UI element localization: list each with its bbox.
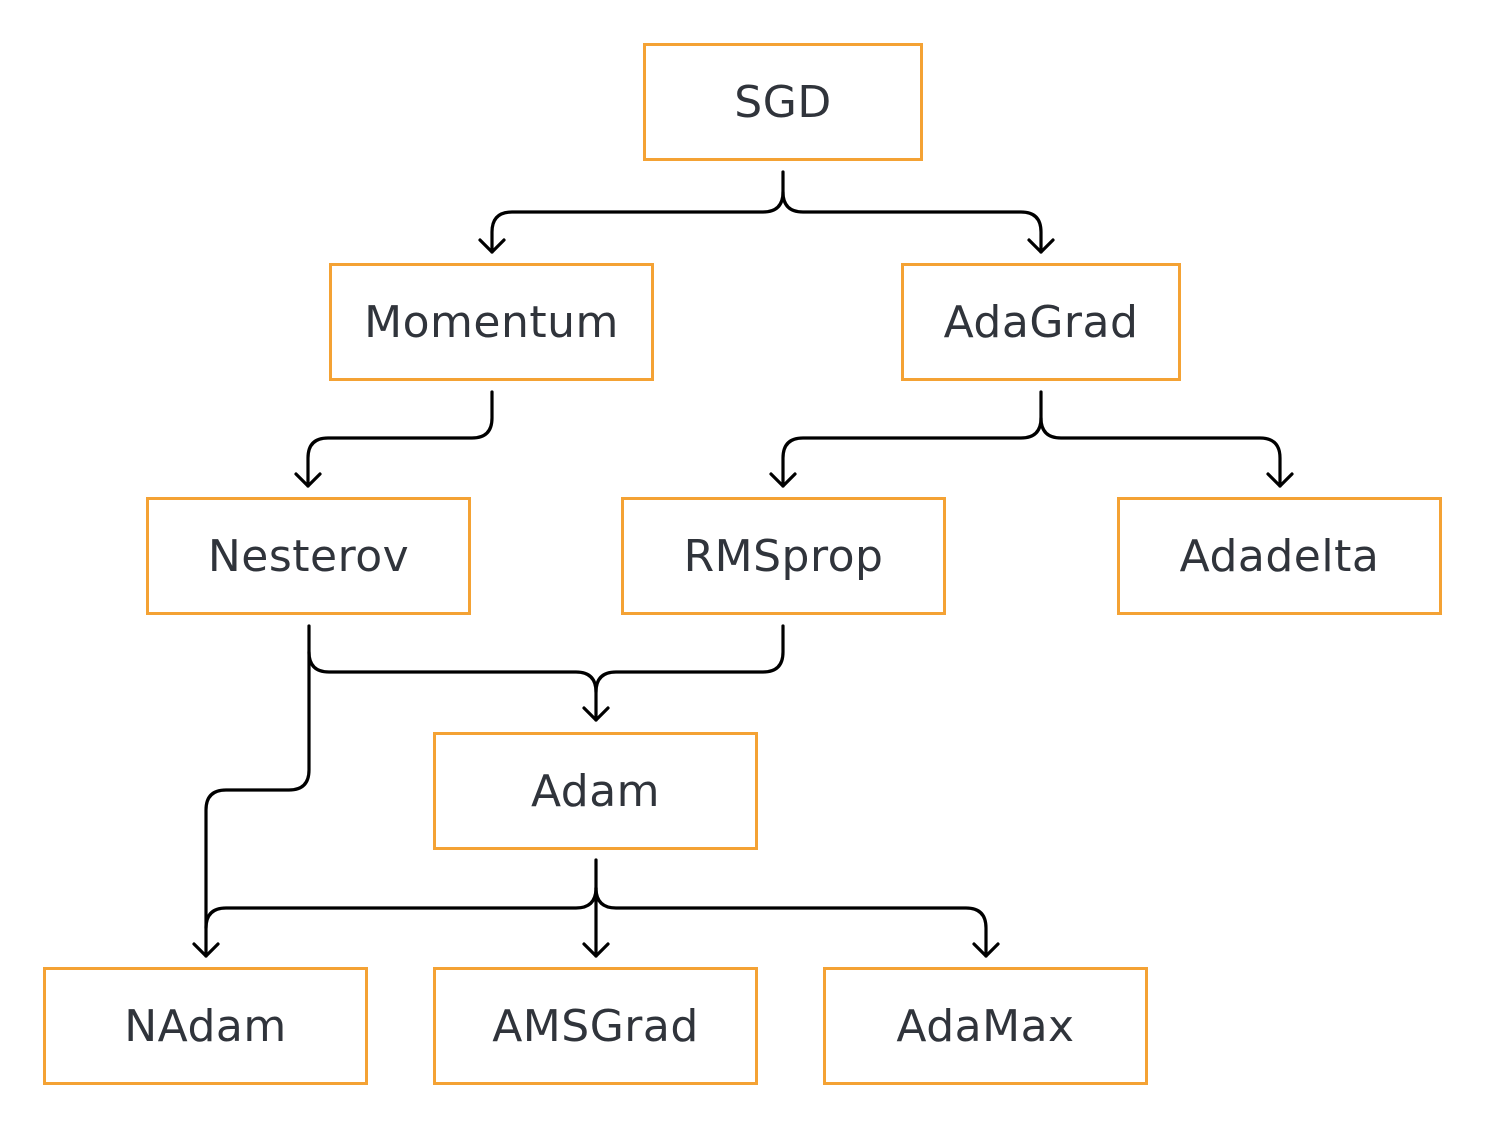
node-amsgrad-label: AMSGrad: [492, 1000, 699, 1052]
node-momentum-label: Momentum: [364, 296, 619, 348]
arrowhead-adam: [582, 706, 610, 722]
node-adadelta: Adadelta: [1117, 497, 1442, 615]
arrowhead-nadam: [192, 942, 220, 958]
edge-adagrad-adadelta: [1039, 416, 1282, 488]
node-adamax: AdaMax: [823, 967, 1148, 1085]
node-adamax-label: AdaMax: [896, 1000, 1075, 1052]
node-rmsprop-label: RMSprop: [683, 530, 884, 582]
edge-adam-nadam: [204, 886, 598, 930]
node-adam-label: Adam: [530, 765, 661, 817]
arrowhead-nesterov: [294, 472, 322, 488]
node-adadelta-label: Adadelta: [1179, 530, 1380, 582]
node-nesterov: Nesterov: [146, 497, 471, 615]
edge-nesterov-nadam: [204, 650, 311, 958]
edge-rmsprop-adam: [594, 624, 785, 694]
node-momentum: Momentum: [329, 263, 654, 381]
edge-nesterov-adam: [307, 624, 598, 722]
arrowhead-rmsprop: [769, 472, 797, 488]
edge-adagrad-rmsprop: [781, 390, 1043, 488]
node-nadam-label: NAdam: [124, 1000, 287, 1052]
node-nesterov-label: Nesterov: [207, 530, 410, 582]
arrowhead-amsgrad: [582, 942, 610, 958]
node-adagrad: AdaGrad: [901, 263, 1181, 381]
edge-momentum-nesterov: [306, 390, 494, 488]
node-adagrad-label: AdaGrad: [943, 296, 1139, 348]
node-amsgrad: AMSGrad: [433, 967, 758, 1085]
arrowhead-adagrad: [1027, 238, 1055, 254]
node-nadam: NAdam: [43, 967, 368, 1085]
arrowhead-adamax: [972, 942, 1000, 958]
node-adam: Adam: [433, 732, 758, 850]
edge-adam-adamax: [594, 886, 988, 958]
edge-sgd-adagrad: [781, 190, 1043, 254]
arrowhead-adadelta: [1266, 472, 1294, 488]
node-sgd-label: SGD: [734, 76, 832, 128]
edge-sgd-momentum: [490, 170, 785, 254]
arrowhead-momentum: [478, 238, 506, 254]
node-sgd: SGD: [643, 43, 923, 161]
node-rmsprop: RMSprop: [621, 497, 946, 615]
